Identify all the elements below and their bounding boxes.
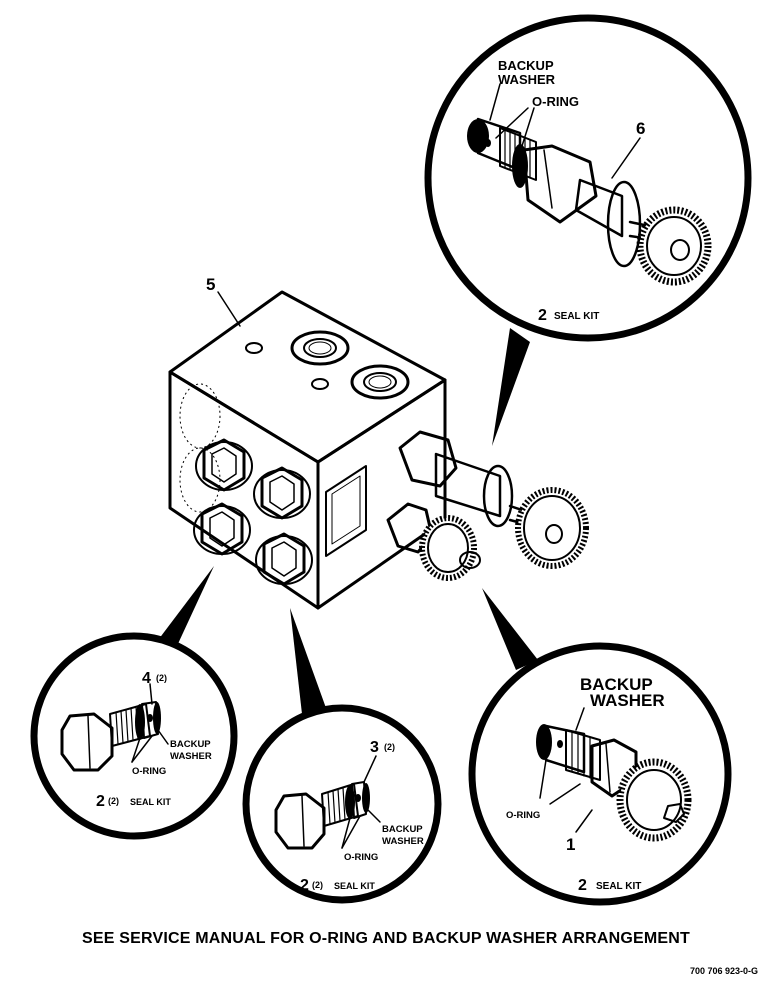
detail-circle-top (424, 14, 752, 342)
backup-washer-label-middle-line1: BACKUP (382, 824, 423, 835)
callout-qty-4: (2) (156, 673, 167, 683)
backup-washer-label-right-line1: BACKUP (580, 675, 653, 694)
callout-pointer-middle (290, 608, 326, 714)
leader-lines-top (489, 83, 641, 179)
callout-qty-3: (2) (384, 742, 395, 752)
leader-line-5 (217, 291, 241, 327)
seal-kit-qty-left: (2) (108, 796, 119, 806)
leader-lines-middle (341, 755, 381, 849)
callout-number-4: 4 (142, 670, 151, 687)
backup-washer-label-right-line2: WASHER (590, 691, 665, 710)
detail-circle-middle (242, 704, 442, 904)
drawing-code: 700 706 923-0-G (689, 966, 758, 976)
o-ring-label-middle: O-RING (344, 852, 378, 863)
backup-washer-label-middle-line2: WASHER (382, 836, 424, 847)
seal-kit-label-middle: SEAL KIT (334, 881, 375, 891)
backup-washer-label-top-line1: BACKUP (498, 58, 554, 73)
installed-valve-upper (398, 430, 589, 569)
callout-pointer-right (482, 588, 538, 670)
backup-washer-label-left-line2: WASHER (170, 751, 212, 762)
leader-lines-right (539, 707, 593, 833)
callout-number-5: 5 (206, 275, 215, 294)
o-ring-label-top: O-RING (532, 94, 579, 109)
seal-kit-label-left: SEAL KIT (130, 797, 171, 807)
installed-valve-lower (386, 502, 481, 581)
hex-plug-upper-left (195, 438, 253, 492)
hex-plug-upper-right (253, 466, 311, 520)
seal-kit-number-top: 2 (538, 307, 547, 324)
plug-4 (60, 701, 161, 772)
seal-kit-qty-middle: (2) (312, 880, 323, 890)
valve-block (168, 290, 447, 610)
seal-kit-number-left: 2 (96, 793, 105, 810)
o-ring-label-right: O-RING (506, 810, 540, 821)
footer-caption: SEE SERVICE MANUAL FOR O-RING AND BACKUP… (82, 930, 690, 947)
cartridge-valve-6 (467, 117, 712, 286)
hex-plug-lower-left (193, 502, 251, 556)
plug-3 (274, 781, 370, 850)
seal-kit-number-right: 2 (578, 877, 587, 894)
backup-washer-label-left-line1: BACKUP (170, 739, 211, 750)
seal-kit-label-right: SEAL KIT (596, 881, 641, 892)
cartridge-valve-1 (536, 724, 692, 842)
seal-kit-label-top: SEAL KIT (554, 311, 599, 322)
backup-washer-label-top-line2: WASHER (498, 72, 556, 87)
seal-kit-number-middle: 2 (300, 877, 309, 894)
callout-number-1: 1 (566, 835, 575, 854)
detail-circle-left (30, 632, 238, 840)
o-ring-label-left: O-RING (132, 766, 166, 777)
callout-pointer-top (492, 328, 530, 446)
leader-lines-left (131, 683, 169, 763)
hex-plug-lower-right (255, 532, 313, 586)
callout-number-3: 3 (370, 739, 379, 756)
callout-number-6: 6 (636, 119, 645, 138)
